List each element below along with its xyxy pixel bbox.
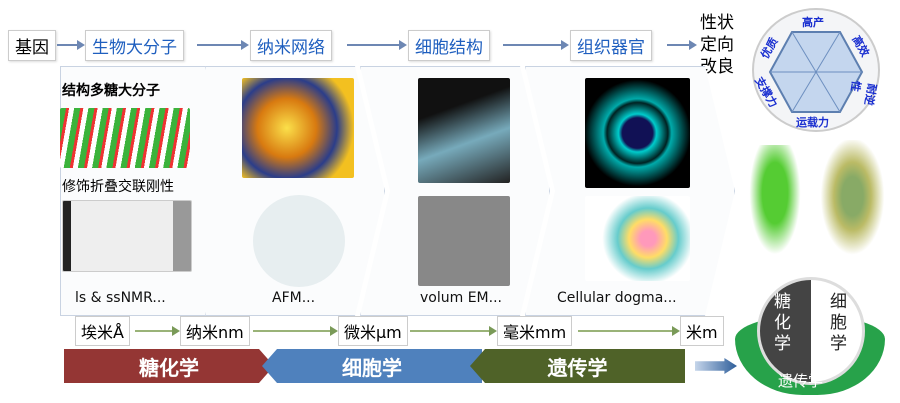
scale-millimeter: 毫米mm [497, 316, 573, 346]
arrow [578, 326, 680, 336]
yin-yang-base-label: 遗传学 [778, 372, 824, 390]
trait-wheel: 高产 高效 耐逆性 运载力 支撑力 优质 [752, 8, 880, 132]
flow-cell-structure: 细胞结构 [408, 30, 490, 61]
char: 化 [774, 313, 791, 333]
char: 细 [830, 292, 847, 312]
scale-nanometer: 纳米nm [180, 316, 250, 346]
rice-plant-image [815, 140, 890, 265]
hexagon-icon [768, 31, 864, 113]
trait-high-yield: 高产 [802, 16, 824, 29]
volume-em-diagram [418, 196, 510, 286]
band-cytology: 细胞学 [262, 349, 482, 383]
char: 学 [830, 334, 847, 354]
scale-meter: 米m [680, 316, 724, 346]
panel-macromolecule [60, 66, 240, 316]
yang-label: 细胞学 [830, 292, 847, 355]
panel-subtitle: 修饰折叠交联刚性 [62, 179, 174, 195]
panel-caption: volum EM... [420, 290, 502, 306]
tissue-image [585, 78, 690, 188]
band-glycochemistry: 糖化学 [64, 349, 274, 383]
label-line: 定向 [700, 35, 734, 55]
soybean-plant-image [745, 145, 805, 265]
label-line: 改良 [700, 57, 734, 77]
label-line: 性状 [700, 13, 734, 33]
trait-improvement-label: 性状 定向 改良 [700, 12, 734, 78]
flow-tissue-organ: 组织器官 [570, 30, 652, 61]
panel-caption: Cellular dogma... [557, 290, 677, 306]
arrow [135, 326, 180, 336]
volume-em-image [418, 78, 510, 183]
trait-transport: 运载力 [796, 116, 829, 129]
afm-diagram [253, 195, 345, 287]
right-arrow-icon [695, 358, 737, 374]
scale-micrometer: 微米μm [338, 316, 408, 346]
panel-caption: ls & ssNMR... [75, 290, 166, 306]
nmr-diagram [62, 200, 192, 272]
yin-label: 糖化学 [774, 292, 791, 355]
scale-angstrom: 埃米Å [75, 316, 130, 346]
char: 糖 [774, 292, 791, 312]
arrow [503, 40, 569, 50]
band-genetics: 遗传学 [470, 349, 685, 383]
yin-yang-symbol: 糖化学 细胞学 [757, 277, 865, 385]
arrow [57, 40, 85, 50]
flow-nano-network: 纳米网络 [250, 30, 332, 61]
gene-box: 基因 [8, 30, 56, 61]
char: 胞 [830, 313, 847, 333]
molecule-image [60, 108, 190, 168]
afm-image [242, 78, 354, 178]
panel-caption: AFM... [272, 290, 316, 306]
trait-stress-tolerance: 耐逆性 [848, 79, 879, 107]
arrow [197, 40, 249, 50]
char: 学 [774, 334, 791, 354]
flow-biomacromolecule: 生物大分子 [85, 30, 184, 61]
arrow [347, 40, 407, 50]
arrow [410, 326, 497, 336]
arrow [253, 326, 338, 336]
umap-plot [585, 196, 690, 281]
arrow [667, 40, 697, 50]
panel-title: 结构多糖大分子 [62, 83, 160, 99]
